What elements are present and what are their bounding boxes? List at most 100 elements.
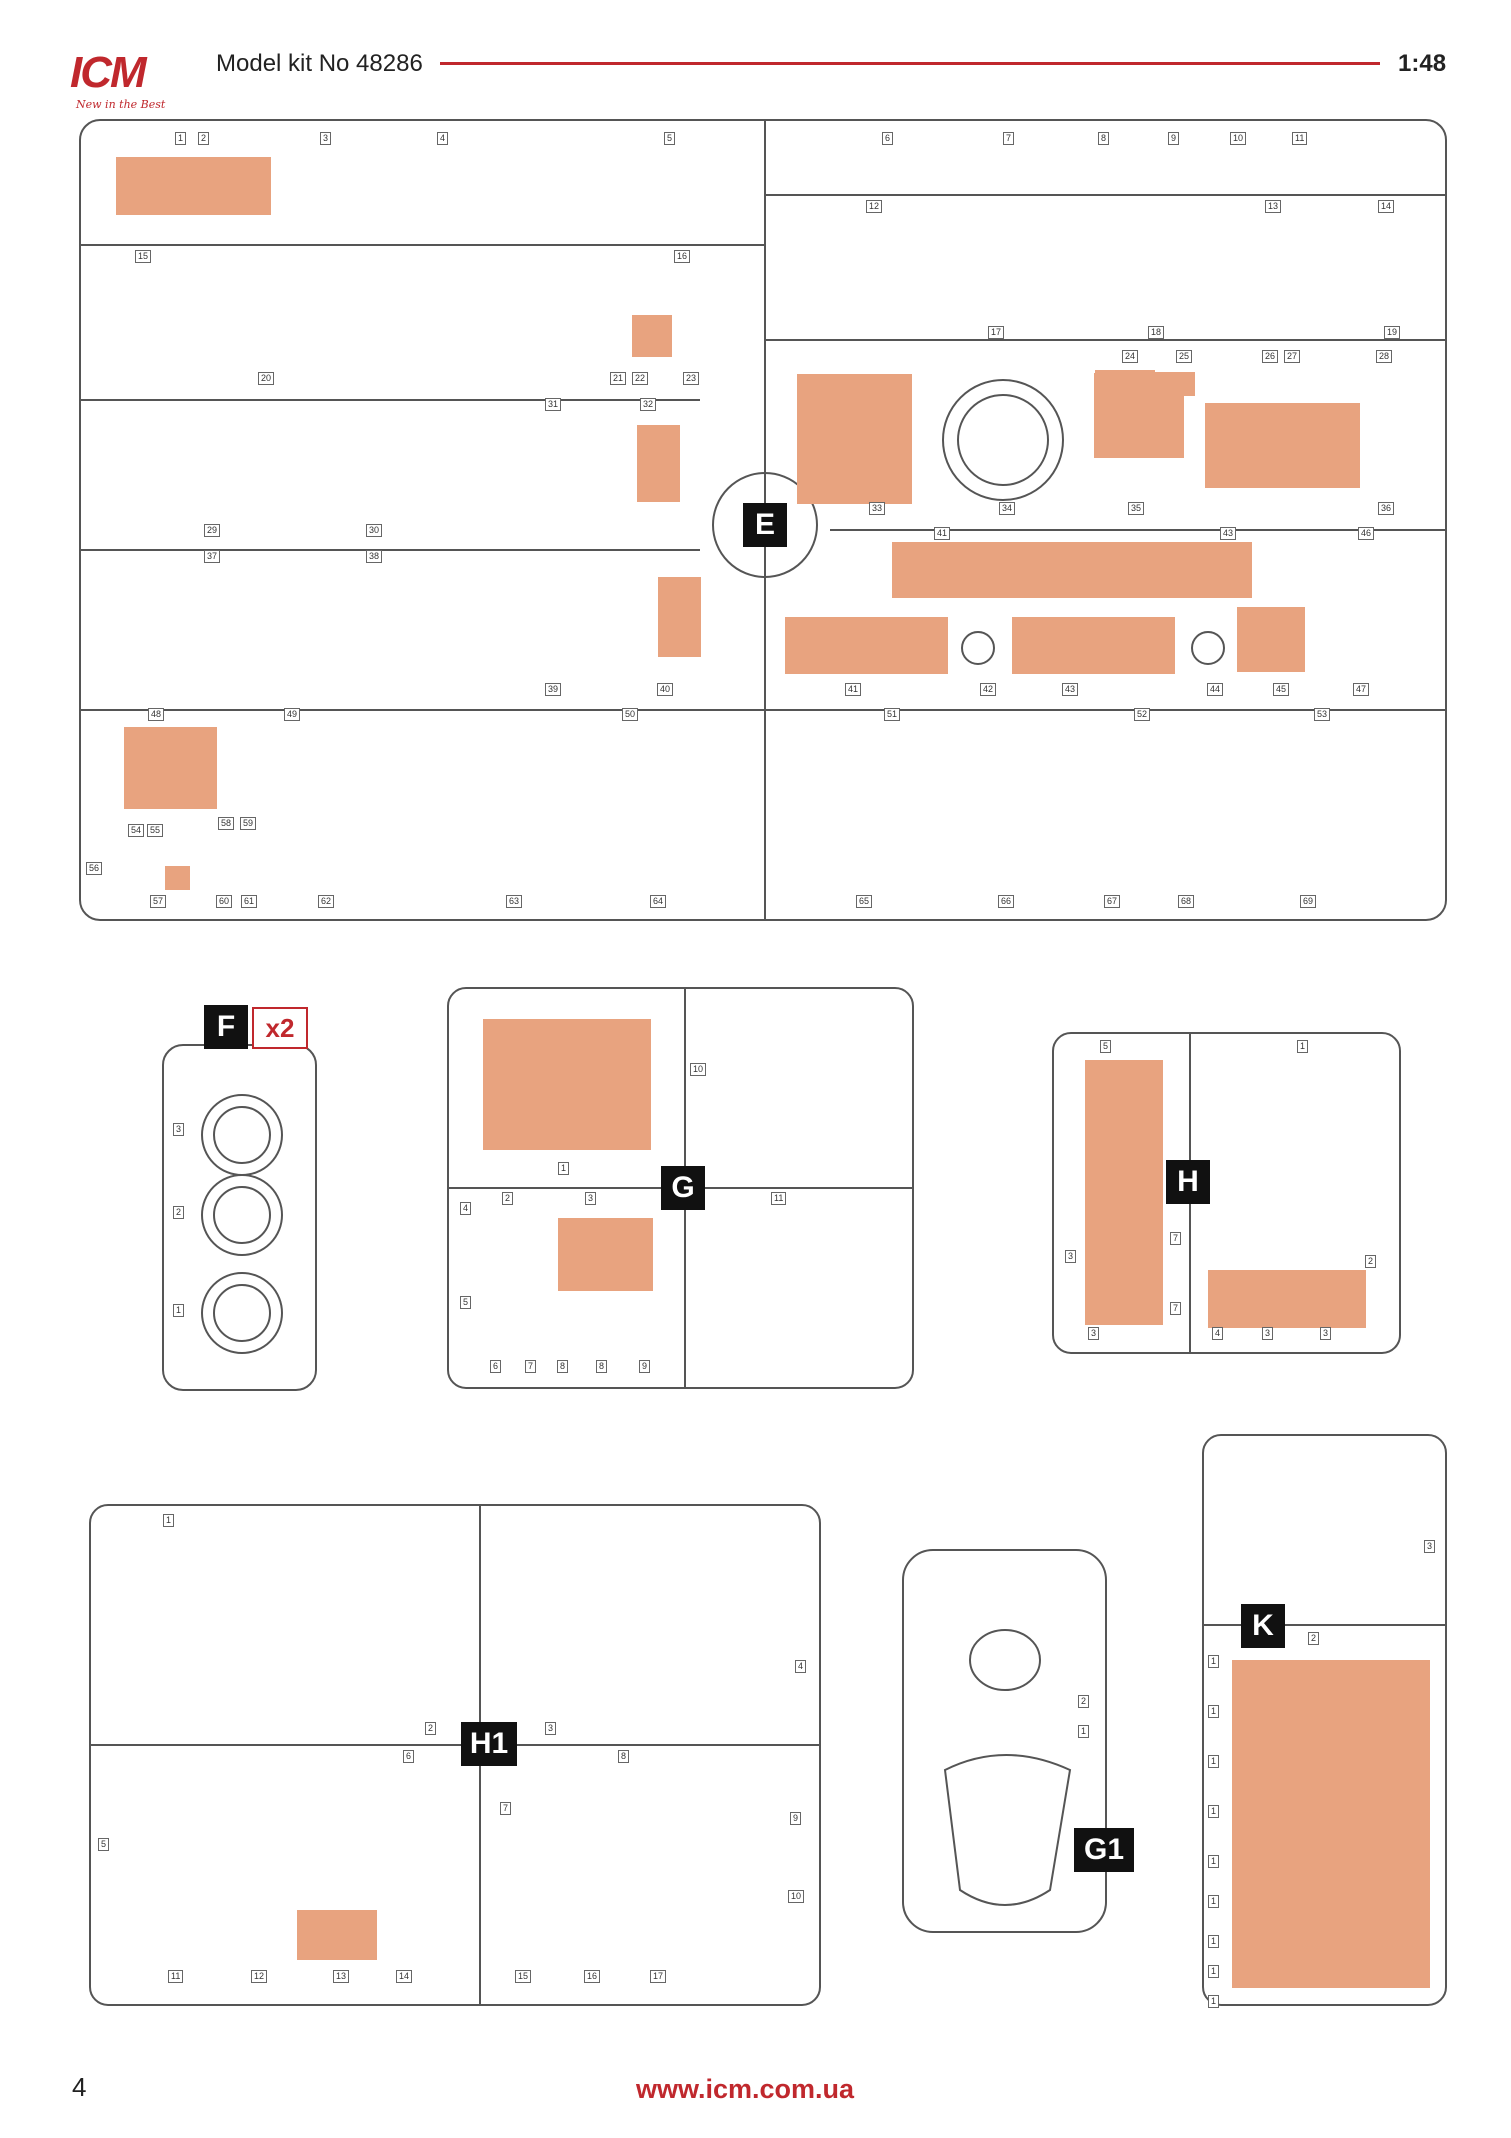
part-label: 11 <box>1292 132 1308 145</box>
part-label: 15 <box>135 250 152 263</box>
part-label: 5 <box>460 1296 472 1309</box>
part-label: 1 <box>1078 1725 1090 1738</box>
part-label: 33 <box>869 502 886 515</box>
part-label: 39 <box>545 683 562 696</box>
part-label: 5 <box>1100 1040 1112 1053</box>
sprue-badge-f: F <box>204 1005 248 1049</box>
part-label: 48 <box>148 708 165 721</box>
part-label: 26 <box>1262 350 1279 363</box>
part-label: 43 <box>1220 527 1237 540</box>
part-label: 61 <box>241 895 258 908</box>
part-label: 2 <box>1365 1255 1377 1268</box>
part-label: 57 <box>150 895 167 908</box>
part-label: 12 <box>251 1970 268 1983</box>
part-label: 12 <box>866 200 883 213</box>
part-label: 24 <box>1122 350 1139 363</box>
part-label: 1 <box>1208 1755 1220 1768</box>
part-label: 14 <box>396 1970 413 1983</box>
part-label: 63 <box>506 895 523 908</box>
part-label: 4 <box>437 132 449 145</box>
part-label: 1 <box>173 1304 185 1317</box>
part-label: 58 <box>218 817 235 830</box>
part-label: 8 <box>596 1360 608 1373</box>
part-label: 9 <box>639 1360 651 1373</box>
part-label: 50 <box>622 708 639 721</box>
part-label: 32 <box>640 398 657 411</box>
part-label: 3 <box>1262 1327 1274 1340</box>
part-label: 2 <box>173 1206 185 1219</box>
part-label: 27 <box>1284 350 1301 363</box>
part-label: 43 <box>1062 683 1079 696</box>
part-label: 3 <box>173 1123 185 1136</box>
part-label: 2 <box>502 1192 514 1205</box>
part-label: 10 <box>1230 132 1247 145</box>
part-label: 37 <box>204 550 221 563</box>
part-label: 1 <box>1208 1705 1220 1718</box>
part-label: 4 <box>460 1202 472 1215</box>
part-label: 51 <box>884 708 901 721</box>
sprue-h-frame <box>1052 1032 1401 1354</box>
part-label: 13 <box>1265 200 1282 213</box>
sprue-f-frame <box>162 1044 317 1391</box>
part-label: 21 <box>610 372 627 385</box>
part-label: 30 <box>366 524 383 537</box>
part-label: 13 <box>333 1970 350 1983</box>
part-label: 10 <box>690 1063 707 1076</box>
part-label: 64 <box>650 895 667 908</box>
part-label: 23 <box>683 372 700 385</box>
part-label: 6 <box>490 1360 502 1373</box>
sprue-badge-h: H <box>1166 1160 1210 1204</box>
part-label: 5 <box>98 1838 110 1851</box>
part-label: 54 <box>128 824 145 837</box>
part-label: 17 <box>650 1970 667 1983</box>
part-label: 1 <box>1208 1655 1220 1668</box>
sprue-k-frame <box>1202 1434 1447 2006</box>
part-label: 19 <box>1384 326 1401 339</box>
sprue-badge-g1: G1 <box>1074 1828 1134 1872</box>
part-label: 66 <box>998 895 1015 908</box>
part-label: 8 <box>557 1360 569 1373</box>
page-number: 4 <box>72 2072 87 2102</box>
part-label: 41 <box>934 527 951 540</box>
part-label: 9 <box>790 1812 802 1825</box>
part-label: 1 <box>1208 1855 1220 1868</box>
part-label: 6 <box>882 132 894 145</box>
part-label: 15 <box>515 1970 532 1983</box>
part-label: 62 <box>318 895 335 908</box>
part-label: 18 <box>1148 326 1165 339</box>
part-label: 1 <box>1297 1040 1309 1053</box>
kit-title: Model kit No 48286 <box>216 50 423 77</box>
part-label: 14 <box>1378 200 1395 213</box>
part-label: 7 <box>1003 132 1015 145</box>
sprue-e-frame <box>79 119 1447 921</box>
part-label: 3 <box>320 132 332 145</box>
highlighted-parts <box>116 157 1430 1988</box>
part-label: 16 <box>674 250 691 263</box>
icm-logo: ICM New in the Best <box>70 48 200 118</box>
part-label: 1 <box>175 132 187 145</box>
sprue-badge-g: G <box>661 1166 705 1210</box>
part-label: 42 <box>980 683 997 696</box>
sprue-h1-frame <box>89 1504 821 2006</box>
part-label: 5 <box>664 132 676 145</box>
part-label: 16 <box>584 1970 601 1983</box>
part-label: 3 <box>1320 1327 1332 1340</box>
part-label: 3 <box>1088 1327 1100 1340</box>
part-label: 7 <box>500 1802 512 1815</box>
part-label: 1 <box>1208 1805 1220 1818</box>
part-label: 46 <box>1358 527 1375 540</box>
part-label: 38 <box>366 550 383 563</box>
part-label: 28 <box>1376 350 1393 363</box>
part-label: 3 <box>585 1192 597 1205</box>
part-label: 20 <box>258 372 275 385</box>
scale-label: 1:48 <box>1398 50 1447 77</box>
part-label: 1 <box>1208 1895 1220 1908</box>
part-label: 41 <box>845 683 862 696</box>
page-header: ICM New in the Best Model kit No 48286 1… <box>0 0 1511 120</box>
part-label: 8 <box>1098 132 1110 145</box>
website-link[interactable]: www.icm.com.ua <box>636 2074 855 2104</box>
part-label: 25 <box>1176 350 1193 363</box>
part-label: 11 <box>771 1192 787 1205</box>
